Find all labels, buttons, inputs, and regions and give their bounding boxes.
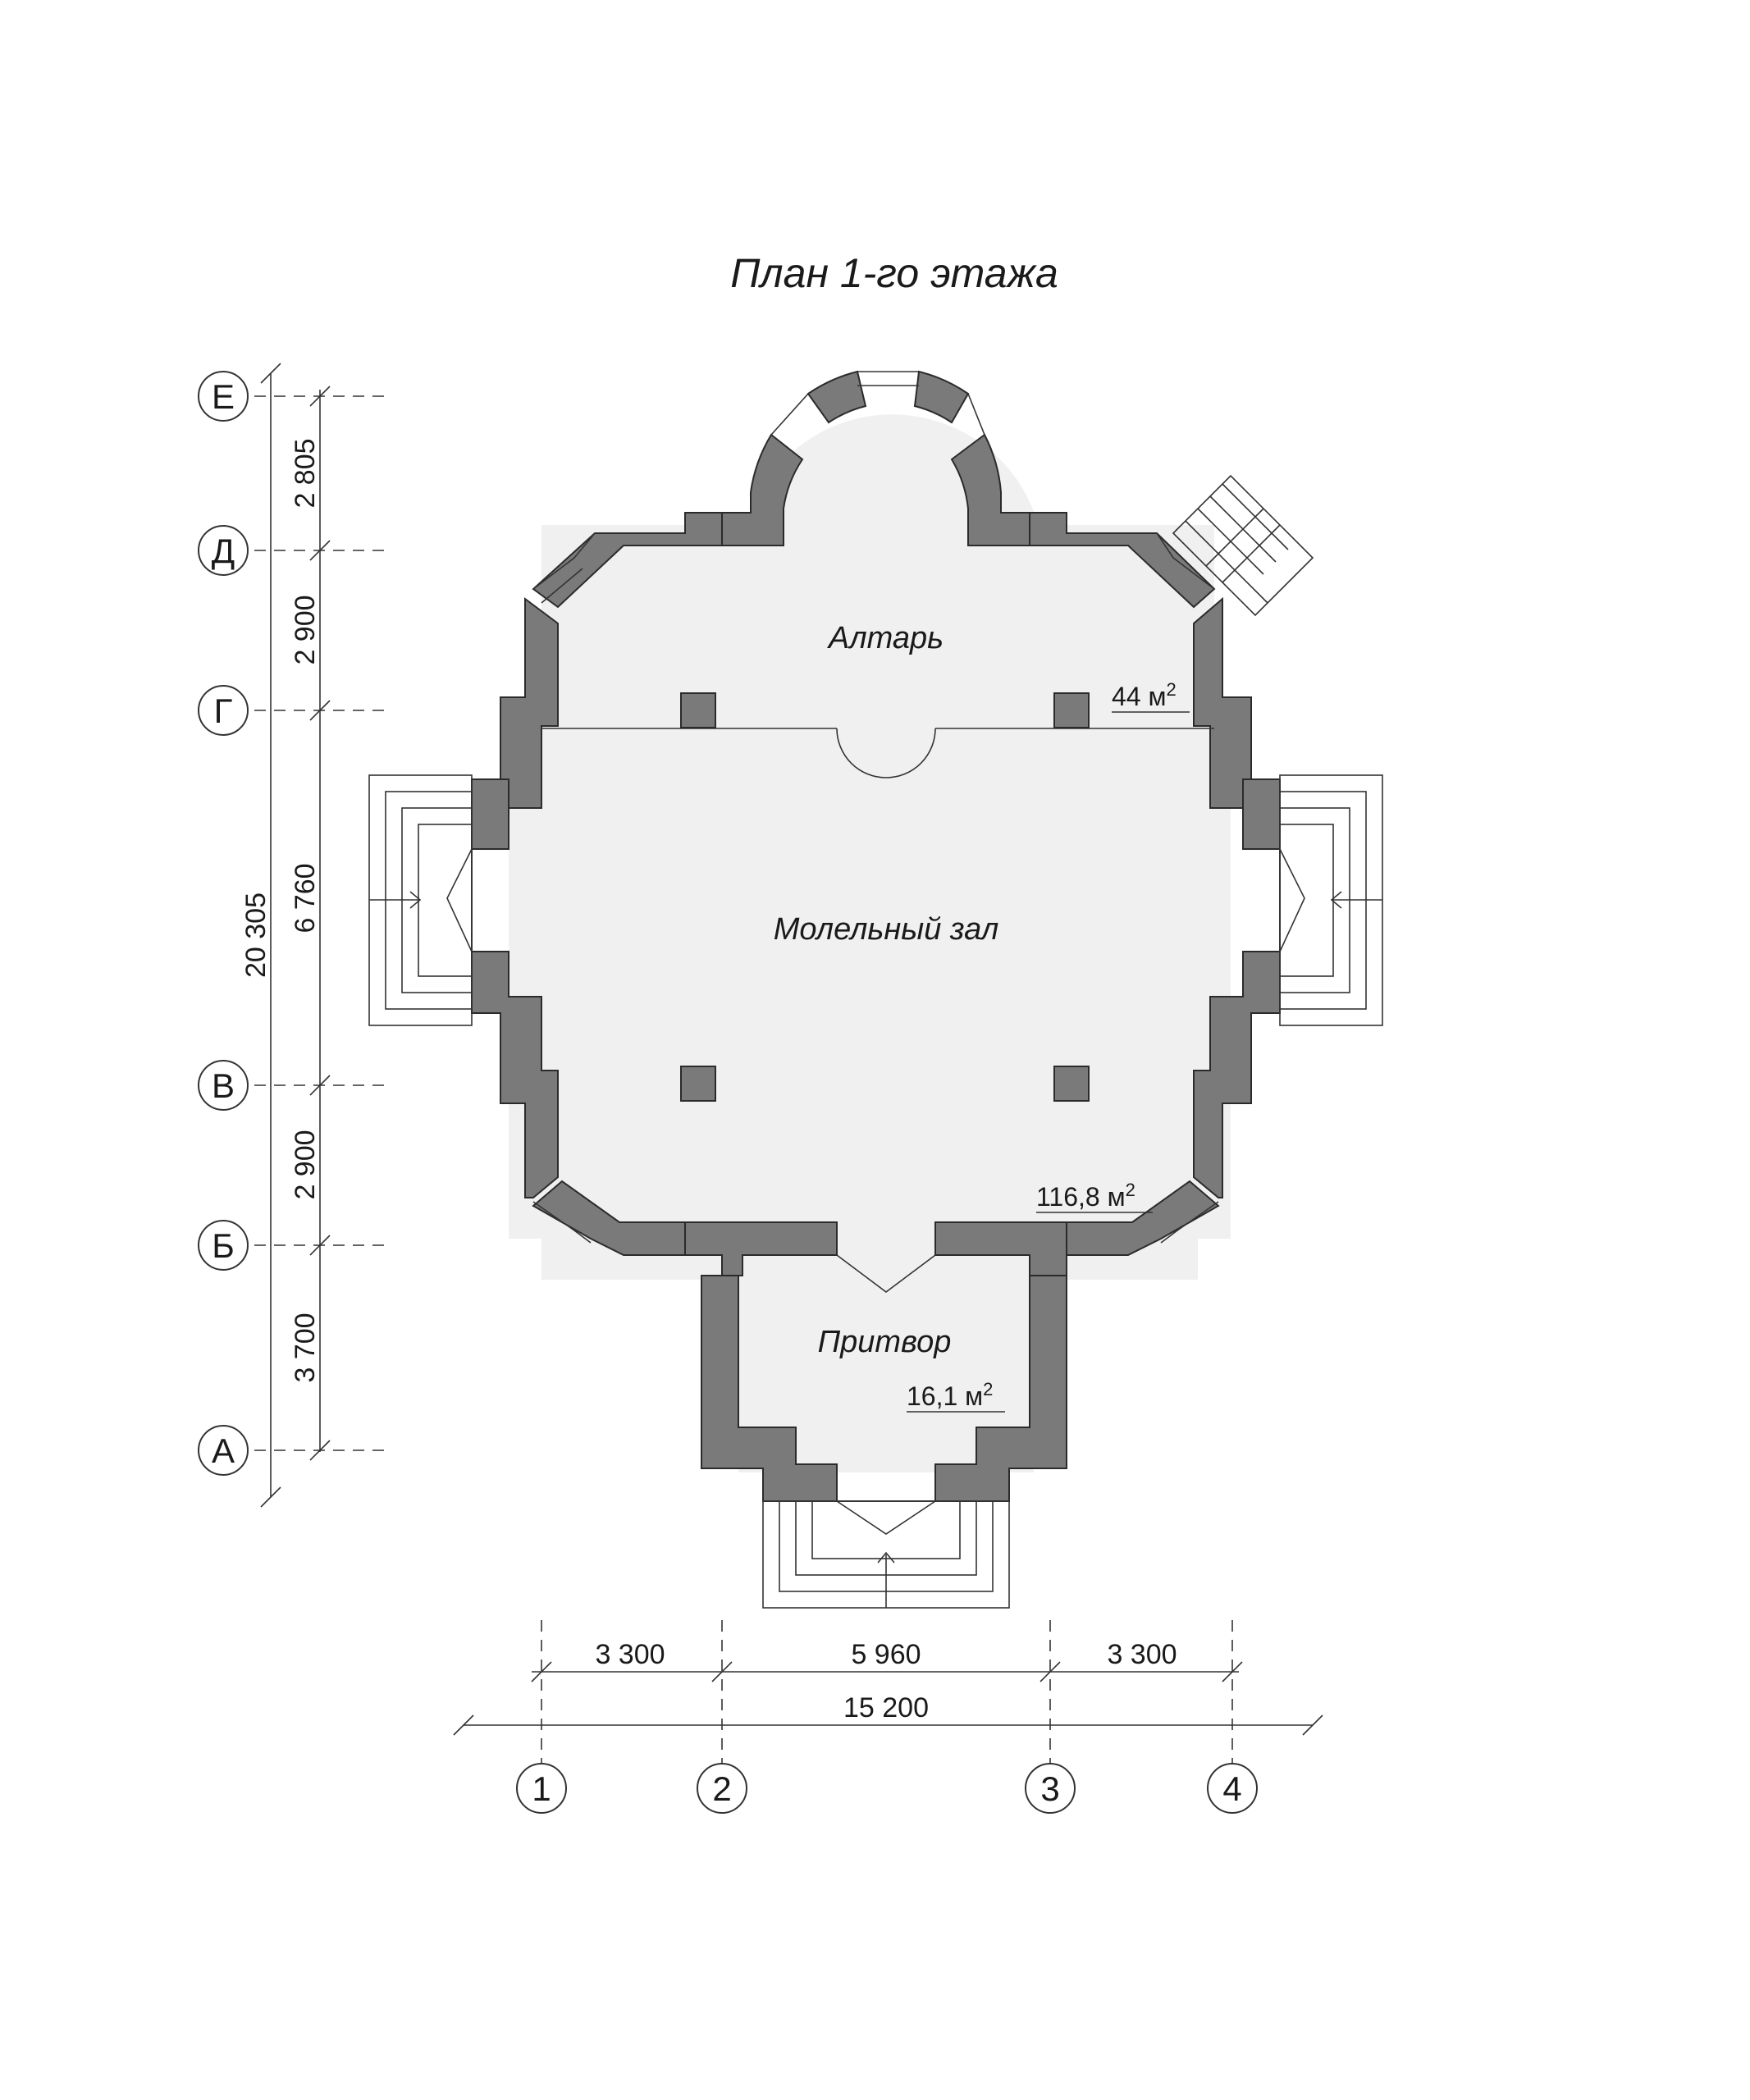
dim-vertical-1: 2 805 [290, 438, 321, 508]
columns [680, 692, 1090, 1102]
dim-vertical-5: 3 700 [290, 1312, 321, 1382]
axis-label-G: Г [214, 692, 233, 730]
room-area-hall: 116,8 м2 [1036, 1180, 1135, 1212]
dim-horizontal-1: 3 300 [595, 1639, 665, 1670]
dim-vertical-4: 2 900 [290, 1130, 321, 1199]
windows [532, 371, 1219, 1244]
vertical-axis-markers: Е Д Г В Б А [198, 371, 249, 1476]
column [1053, 692, 1090, 728]
plan-title: План 1-го этажа [730, 250, 1058, 296]
room-name-narthex: Притвор [818, 1325, 952, 1359]
axis-label-V: В [212, 1066, 235, 1105]
doors [446, 848, 1305, 1535]
axis-label-2: 2 [712, 1769, 731, 1808]
vertical-dimensions: 2 805 2 900 6 760 2 900 3 700 20 305 [240, 363, 386, 1508]
dim-horizontal-3: 3 300 [1107, 1639, 1177, 1670]
room-name-altar: Алтарь [827, 621, 944, 655]
column [680, 1066, 716, 1102]
porch-front [762, 1500, 1010, 1609]
dim-vertical-total: 20 305 [240, 892, 272, 978]
axis-label-3: 3 [1040, 1769, 1059, 1808]
dim-horizontal-total: 15 200 [843, 1692, 929, 1723]
axis-label-A: А [212, 1431, 235, 1470]
axis-label-E: Е [212, 377, 235, 416]
axis-label-4: 4 [1222, 1769, 1241, 1808]
horizontal-axis-markers: 1 2 3 4 [516, 1763, 1258, 1814]
axis-label-1: 1 [532, 1769, 551, 1808]
room-area-narthex: 16,1 м2 [907, 1379, 993, 1411]
room-name-hall: Молельный зал [774, 912, 999, 947]
dim-vertical-3: 6 760 [290, 863, 321, 933]
column [1053, 1066, 1090, 1102]
room-area-altar: 44 м2 [1112, 679, 1177, 711]
horizontal-dimensions: 3 300 5 960 3 300 15 200 [453, 1620, 1323, 1764]
stair-northeast [1172, 474, 1314, 617]
exterior-walls [471, 370, 1281, 1502]
porch-left [368, 774, 473, 1026]
dim-horizontal-2: 5 960 [851, 1639, 921, 1670]
column [680, 692, 716, 728]
axis-label-B: Б [212, 1226, 235, 1265]
axis-label-D: Д [212, 532, 235, 570]
porch-right [1279, 774, 1383, 1026]
dim-vertical-2: 2 900 [290, 595, 321, 664]
